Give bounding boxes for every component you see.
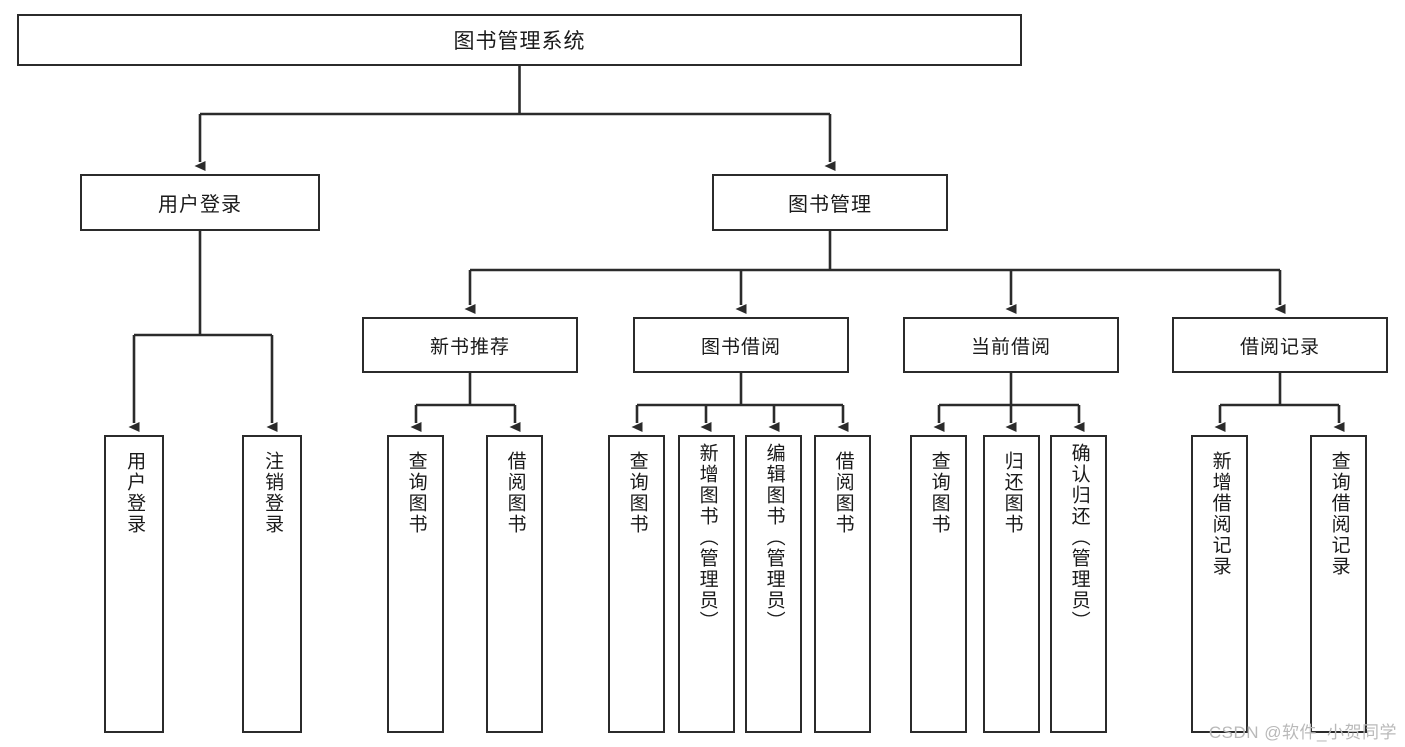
- leaf-user-login-label: 用户登录: [124, 451, 146, 535]
- leaf-query-book-2-label: 查询图书: [626, 451, 648, 535]
- leaf-edit-book-admin[interactable]: 编辑图书（管理员）: [745, 435, 802, 733]
- watermark: CSDN @软件_小贺同学: [1208, 723, 1397, 742]
- leaf-query-book-1-label: 查询图书: [405, 451, 427, 535]
- leaf-query-book-1[interactable]: 查询图书: [387, 435, 444, 733]
- node-borrow-record[interactable]: 借阅记录: [1172, 317, 1388, 373]
- node-borrow-record-label: 借阅记录: [1239, 336, 1320, 358]
- node-root-label: 图书管理系统: [453, 30, 586, 53]
- leaf-add-book-admin-label: 新增图书（管理员）: [696, 443, 718, 632]
- node-new-book-rec[interactable]: 新书推荐: [362, 317, 578, 373]
- node-user-login[interactable]: 用户登录: [80, 174, 320, 231]
- leaf-add-borrow-record-label: 新增借阅记录: [1209, 451, 1231, 577]
- leaf-return-book[interactable]: 归还图书: [983, 435, 1040, 733]
- leaf-confirm-return-admin[interactable]: 确认归还（管理员）: [1050, 435, 1107, 733]
- leaf-query-book-3[interactable]: 查询图书: [910, 435, 967, 733]
- leaf-edit-book-admin-label: 编辑图书（管理员）: [763, 443, 785, 632]
- leaf-confirm-return-admin-label: 确认归还（管理员）: [1068, 443, 1090, 632]
- node-current-borrow-label: 当前借阅: [970, 336, 1051, 358]
- node-user-login-label: 用户登录: [158, 194, 242, 216]
- leaf-return-book-label: 归还图书: [1001, 451, 1023, 535]
- leaf-borrow-book-2[interactable]: 借阅图书: [814, 435, 871, 733]
- leaf-query-book-3-label: 查询图书: [928, 451, 950, 535]
- node-book-borrow[interactable]: 图书借阅: [633, 317, 849, 373]
- leaf-user-login[interactable]: 用户登录: [104, 435, 164, 733]
- node-root[interactable]: 图书管理系统: [17, 14, 1022, 66]
- leaf-logout-login-label: 注销登录: [262, 451, 284, 535]
- leaf-query-borrow-record-label: 查询借阅记录: [1328, 451, 1350, 577]
- node-new-book-rec-label: 新书推荐: [429, 336, 510, 358]
- leaf-add-borrow-record[interactable]: 新增借阅记录: [1191, 435, 1248, 733]
- leaf-borrow-book-1-label: 借阅图书: [504, 451, 526, 535]
- node-current-borrow[interactable]: 当前借阅: [903, 317, 1119, 373]
- leaf-query-borrow-record[interactable]: 查询借阅记录: [1310, 435, 1367, 733]
- leaf-borrow-book-1[interactable]: 借阅图书: [486, 435, 543, 733]
- node-book-borrow-label: 图书借阅: [700, 336, 781, 358]
- leaf-logout-login[interactable]: 注销登录: [242, 435, 302, 733]
- node-book-manage-label: 图书管理: [788, 194, 872, 216]
- leaf-borrow-book-2-label: 借阅图书: [832, 451, 854, 535]
- node-book-manage[interactable]: 图书管理: [712, 174, 948, 231]
- leaf-add-book-admin[interactable]: 新增图书（管理员）: [678, 435, 735, 733]
- leaf-query-book-2[interactable]: 查询图书: [608, 435, 665, 733]
